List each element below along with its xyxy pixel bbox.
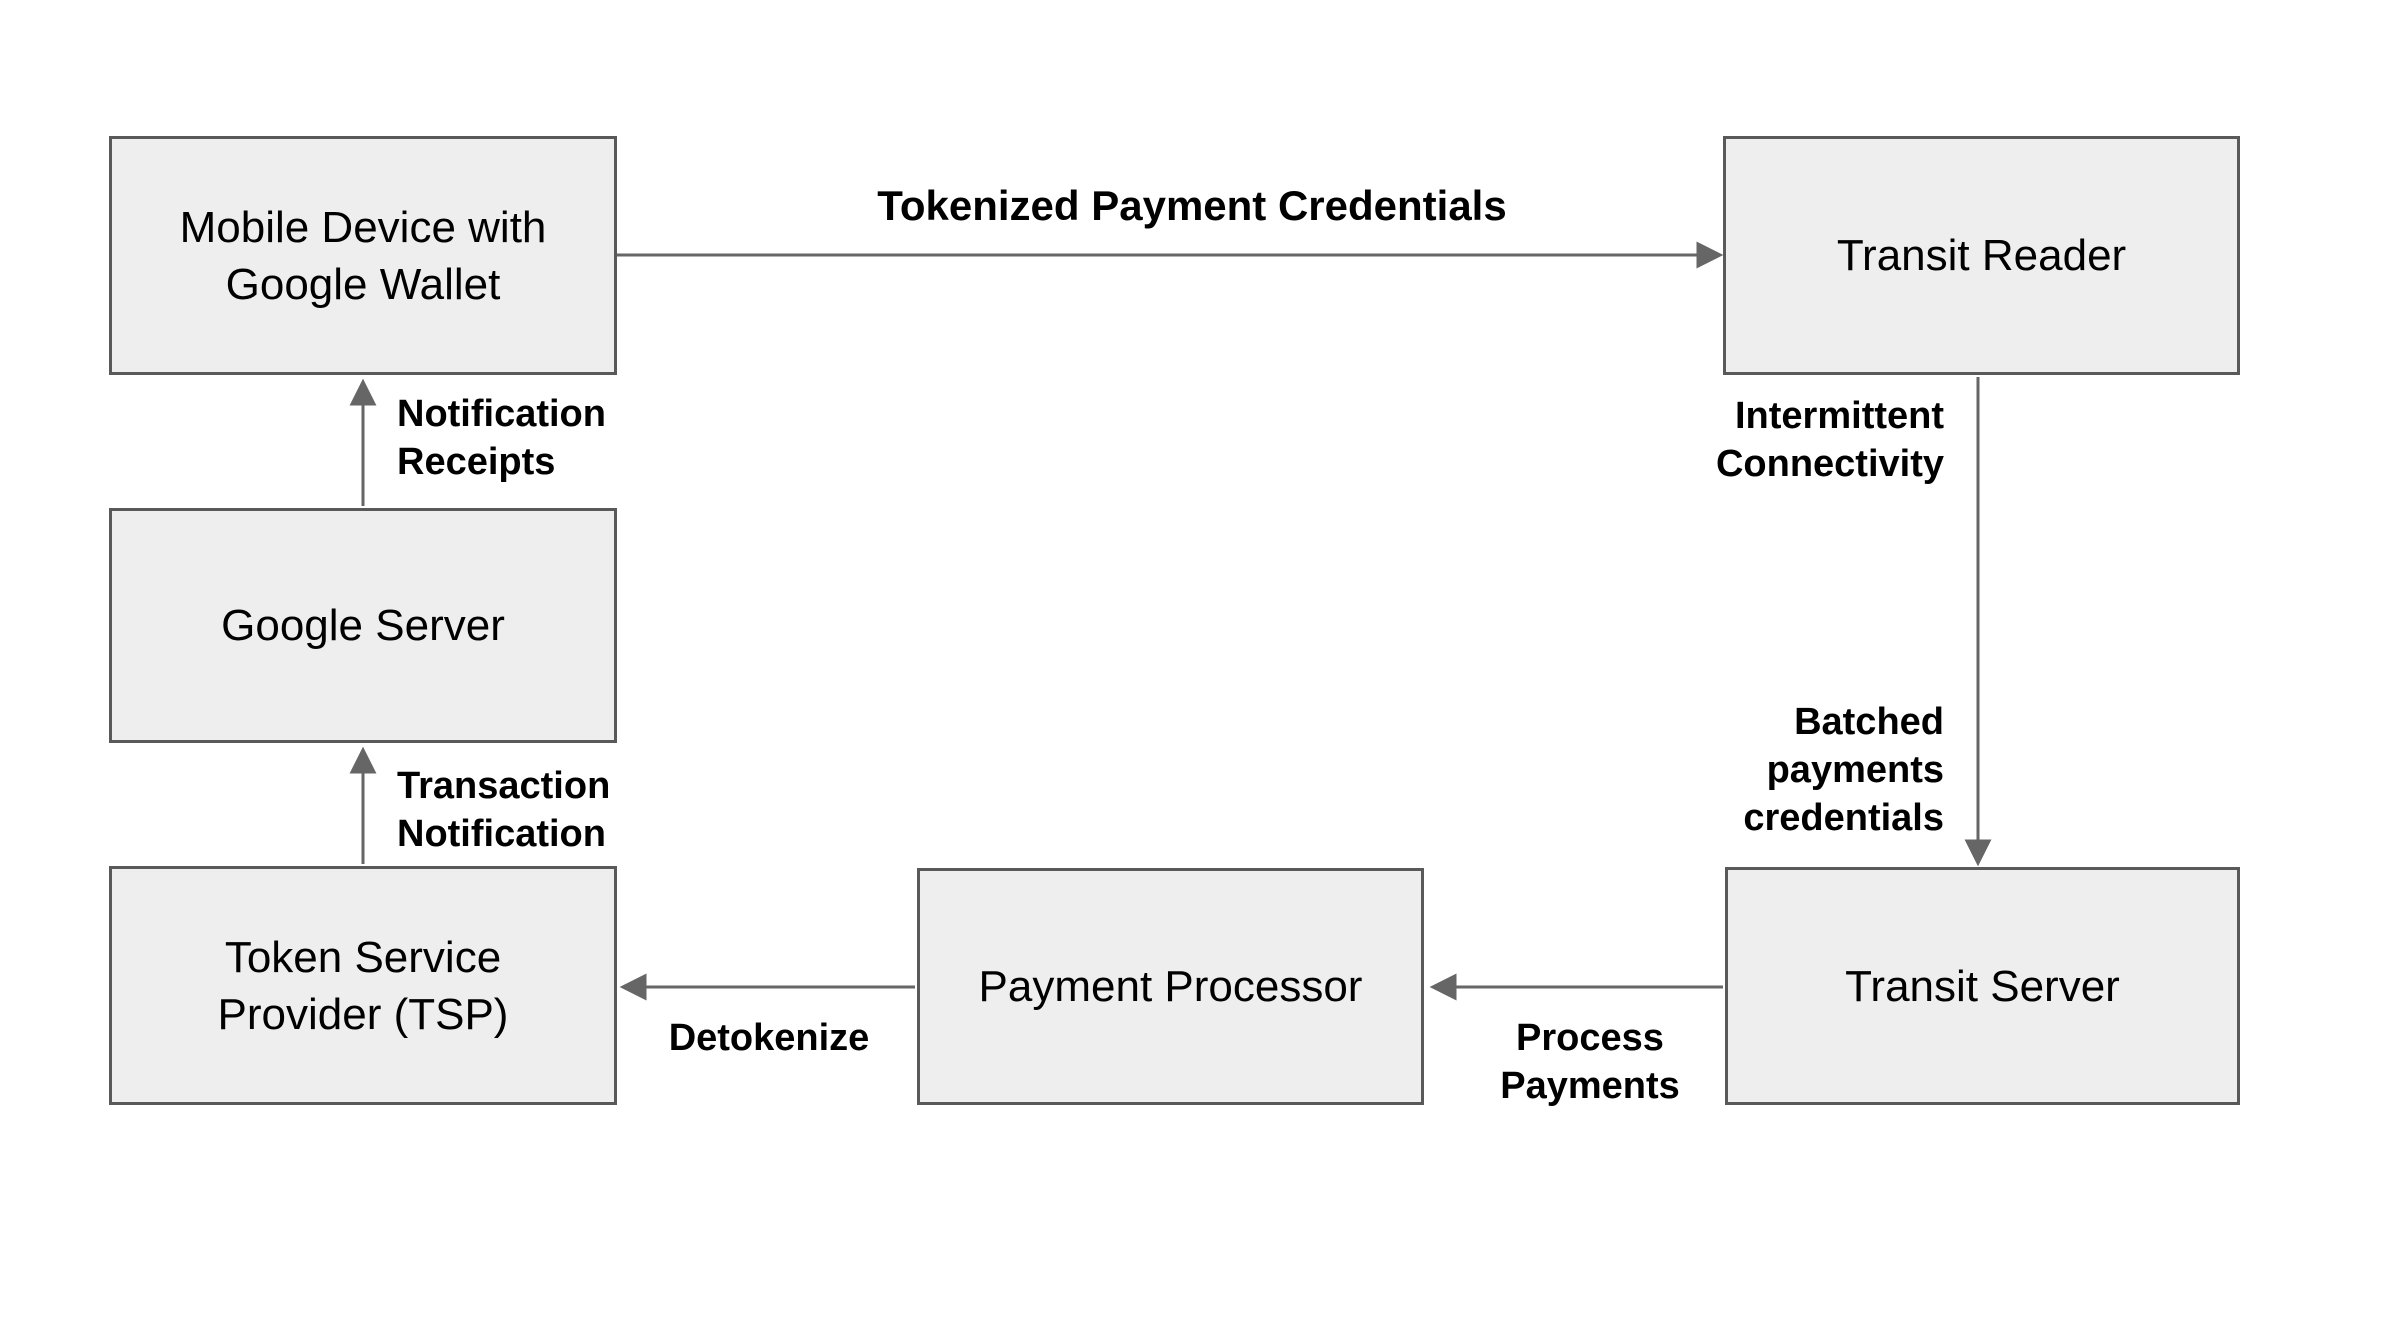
- edge-label-batched-payments-credentials: Batched payments credentials: [1743, 701, 1944, 839]
- node-transit-server-label: Transit Server: [1845, 961, 2120, 1011]
- edge-label-notification-receipts: Notification Receipts: [397, 393, 606, 483]
- node-transit-reader-label: Transit Reader: [1836, 231, 2127, 280]
- edge-label-detokenize: Detokenize: [668, 1017, 870, 1059]
- edge-label-intermittent-connectivity: Intermittent Connectivity: [1715, 395, 1944, 485]
- node-token-service-provider-label: Token Service Provider (TSP): [217, 932, 509, 1039]
- edge-label-tokenized-payment-credentials: Tokenized Payment Credentials: [877, 182, 1507, 229]
- node-google-server: Google Server: [109, 508, 617, 743]
- node-payment-processor: Payment Processor: [917, 868, 1424, 1105]
- node-google-server-label: Google Server: [221, 601, 505, 650]
- edge-label-process-payments: Process Payments: [1500, 1017, 1680, 1107]
- node-transit-reader: Transit Reader: [1723, 136, 2240, 375]
- node-mobile-device-label: Mobile Device with Google Wallet: [179, 202, 547, 309]
- node-token-service-provider: Token Service Provider (TSP): [109, 866, 617, 1105]
- node-mobile-device: Mobile Device with Google Wallet: [109, 136, 617, 375]
- edge-label-transaction-notification: Transaction Notification: [397, 765, 611, 855]
- node-payment-processor-label: Payment Processor: [978, 962, 1363, 1011]
- node-transit-server: Transit Server: [1725, 867, 2240, 1105]
